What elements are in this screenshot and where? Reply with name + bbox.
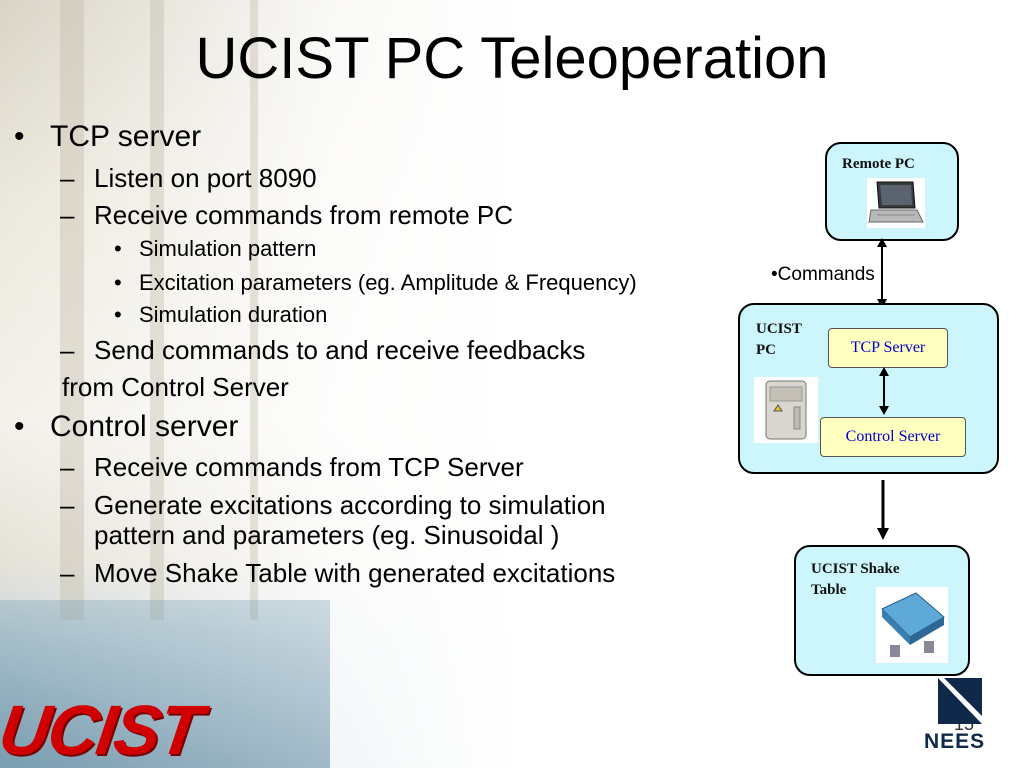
tcp-server-box: TCP Server [828,328,948,368]
ucist-pc-label-line1: UCIST [756,321,802,337]
shake-table-label-line1: UCIST Shake [811,561,900,577]
list-item: Generate excitations according to simula… [94,490,606,520]
list-item: Receive commands from remote PC [94,200,514,230]
bullet-marker: • [14,120,25,153]
list-item: Simulation pattern [139,236,317,261]
remote-pc-box: Remote PC [825,142,959,241]
shake-table-icon [876,587,948,663]
ucist-logo: UCIST [0,691,206,769]
nees-logo-icon [938,678,982,724]
list-item-continuation: from Control Server [62,372,289,402]
list-item: Move Shake Table with generated excitati… [94,558,616,588]
computer-tower-icon [754,377,818,443]
nees-logo: NEES [920,676,1000,756]
bullet-marker: • [14,410,25,443]
shake-table-label-line2: Table [811,582,847,598]
bullet-marker: • [114,270,122,295]
list-item: Listen on port 8090 [94,163,317,193]
nees-logo-text: NEES [924,730,986,753]
list-item: Excitation parameters (eg. Amplitude & F… [139,270,637,295]
dash-marker: – [60,558,75,588]
slide-title: UCIST PC Teleoperation [195,26,829,91]
commands-label: •Commands [771,264,875,285]
bidirectional-arrow [879,367,889,415]
ucist-pc-label-line2: PC [756,342,776,358]
ucist-pc-box: UCIST PC TCP Server Control Server [738,303,999,474]
laptop-icon [867,178,925,228]
list-item: Control server [50,410,239,443]
remote-pc-label: Remote PC [842,156,915,172]
list-item-continuation: pattern and parameters (eg. Sinusoidal ) [94,520,560,550]
list-item: Simulation duration [139,302,328,327]
dash-marker: – [60,163,75,193]
dash-marker: – [60,490,75,520]
control-server-box: Control Server [820,417,966,457]
bullet-marker: • [114,236,122,261]
dash-marker: – [60,200,75,230]
shake-table-box: UCIST Shake Table [794,545,970,676]
dash-marker: – [60,452,75,482]
down-arrow [877,480,889,540]
bidirectional-arrow [877,238,887,308]
bullet-marker: • [114,302,122,327]
list-item: TCP server [50,120,202,153]
list-item: Receive commands from TCP Server [94,452,524,482]
dash-marker: – [60,335,75,365]
list-item: Send commands to and receive feedbacks [94,335,586,365]
